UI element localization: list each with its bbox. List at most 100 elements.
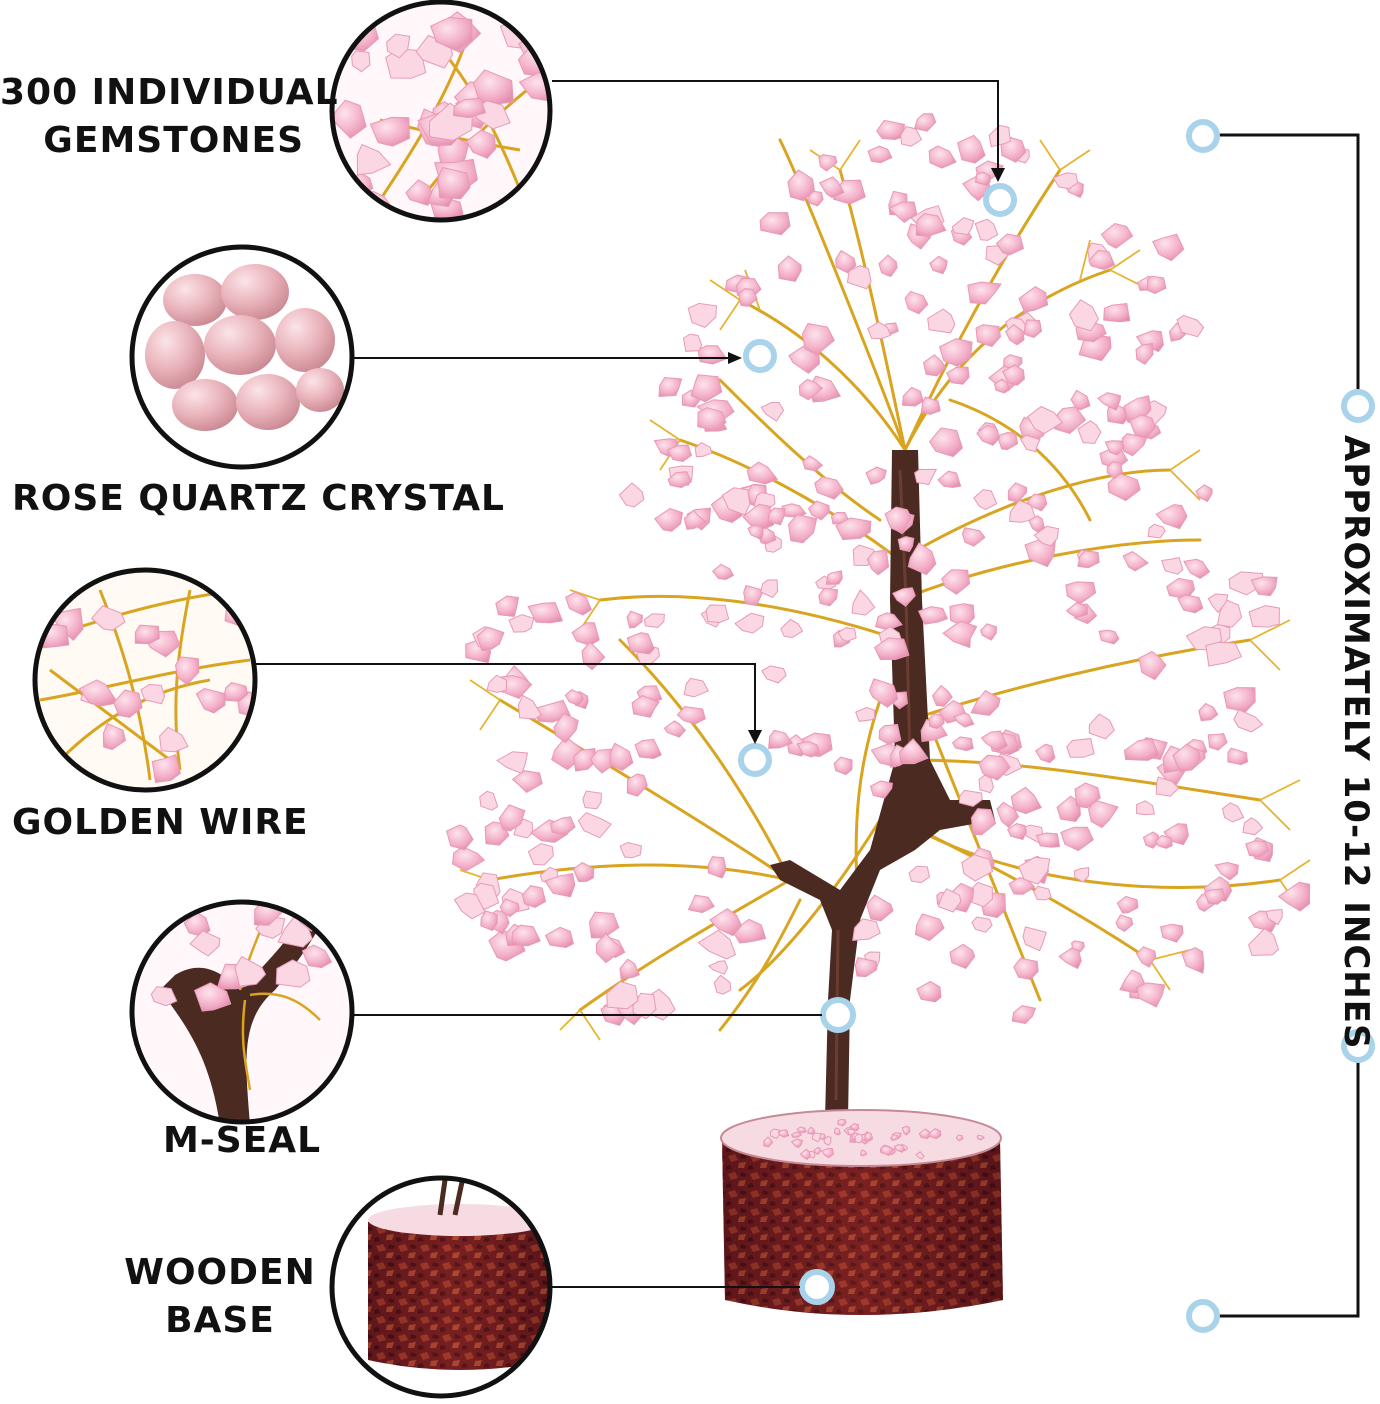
quartz-chip [697,345,728,365]
quartz-chip [927,308,956,334]
quartz-chip [588,911,620,939]
quartz-chip [1068,299,1099,332]
quartz-chip [634,738,662,760]
quartz-chip [818,587,839,607]
quartz-chip [709,908,743,937]
quartz-chip [667,444,693,463]
quartz-chip [195,687,226,714]
quartz-chip [453,892,486,920]
quartz-chip [140,683,166,705]
quartz-chip [1135,946,1157,968]
quartz-chip [760,402,785,422]
quartz-chip [707,856,727,879]
quartz-chip [958,789,983,807]
quartz-chip [508,614,535,633]
quartz-chip [928,427,963,458]
quartz-chip [799,1148,812,1161]
quartz-chip [667,471,693,489]
quartz-chip [915,1151,925,1160]
quartz-chip [332,99,367,139]
quartz-chip [687,302,718,328]
quartz-chip [549,816,576,836]
quartz-chip [864,1132,874,1142]
quartz-chip [1277,881,1311,912]
quartz-chip [790,1131,802,1138]
quartz-chip [495,595,520,617]
quartz-chip [711,563,735,580]
quartz-chip [451,846,486,872]
quartz-chip [626,773,648,797]
quartz-chip [1203,888,1226,905]
quartz-chip [888,201,918,224]
quartz-chip [734,612,765,634]
quartz-chip [1176,314,1205,338]
quartz-chip [429,16,473,51]
quartz-chip [825,570,843,585]
quartz-chip [763,1136,774,1148]
detail-circle-rose-quartz [129,244,355,470]
quartz-chip [901,386,924,407]
base-quartz-chips [763,1118,985,1161]
quartz-chip [866,894,894,922]
quartz-chip [878,254,898,278]
quartz-chip [980,730,1009,752]
quartz-chip [1155,504,1188,530]
quartz-chip [1223,687,1256,713]
marker-seal [820,997,856,1033]
quartz-chip [949,943,976,970]
quartz-chip [769,1128,781,1140]
quartz-chip [867,321,892,340]
quartz-chip [683,677,710,698]
quartz-chip [878,723,902,745]
quartz-chip [1250,576,1278,597]
quartz-chip [1221,802,1245,823]
quartz-chip [746,461,779,485]
quartz-chip [527,602,564,624]
label-height: APPROXIMATELY 10-12 INCHES [1336,435,1376,1050]
detail-circle-wooden-base [329,1175,553,1399]
quartz-chip [897,535,915,553]
quartz-chip [907,542,937,576]
quartz-chip [606,980,639,1010]
quartz-chip [573,748,597,772]
quartz-chip [833,756,853,776]
quartz-chip [687,894,715,914]
quartz-chip [738,288,758,307]
quartz-chip [920,396,941,415]
quartz-chip [658,376,683,398]
marker-gemstones [983,183,1017,217]
quartz-chip [1181,946,1205,974]
quartz-chip [1028,515,1046,533]
quartz-chip [868,678,899,708]
quartz-chip [1205,641,1243,667]
quartz-chip [787,169,815,202]
quartz-chip [653,507,684,532]
quartz-chip [551,736,587,771]
quartz-chip [867,145,893,164]
quartz-chip [1013,957,1039,981]
marker-wire [738,743,772,777]
quartz-chip [908,865,931,884]
quartz-chip [1122,551,1150,572]
quartz-chip [743,584,765,607]
label-gemstones-line2: GEMSTONES [43,120,304,161]
quartz-chip [1060,826,1094,852]
quartz-chip [801,323,835,356]
quartz-chip [814,476,844,500]
quartz-chip [996,801,1020,828]
quartz-chip [1033,525,1060,547]
quartz-chip [1077,550,1100,569]
quartz-chip [937,888,962,913]
quartz-chip [523,11,550,44]
quartz-chip [790,1138,804,1149]
quartz-chip [974,218,999,241]
wooden-base [720,1109,1003,1315]
quartz-chip [1242,817,1264,836]
quartz-chip [1183,558,1211,579]
quartz-chip [1160,923,1184,943]
quartz-chip [890,1134,899,1141]
quartz-chip [946,366,970,385]
quartz-chip [876,119,906,141]
quartz-chip [1152,233,1185,262]
quartz-chip [511,924,541,947]
